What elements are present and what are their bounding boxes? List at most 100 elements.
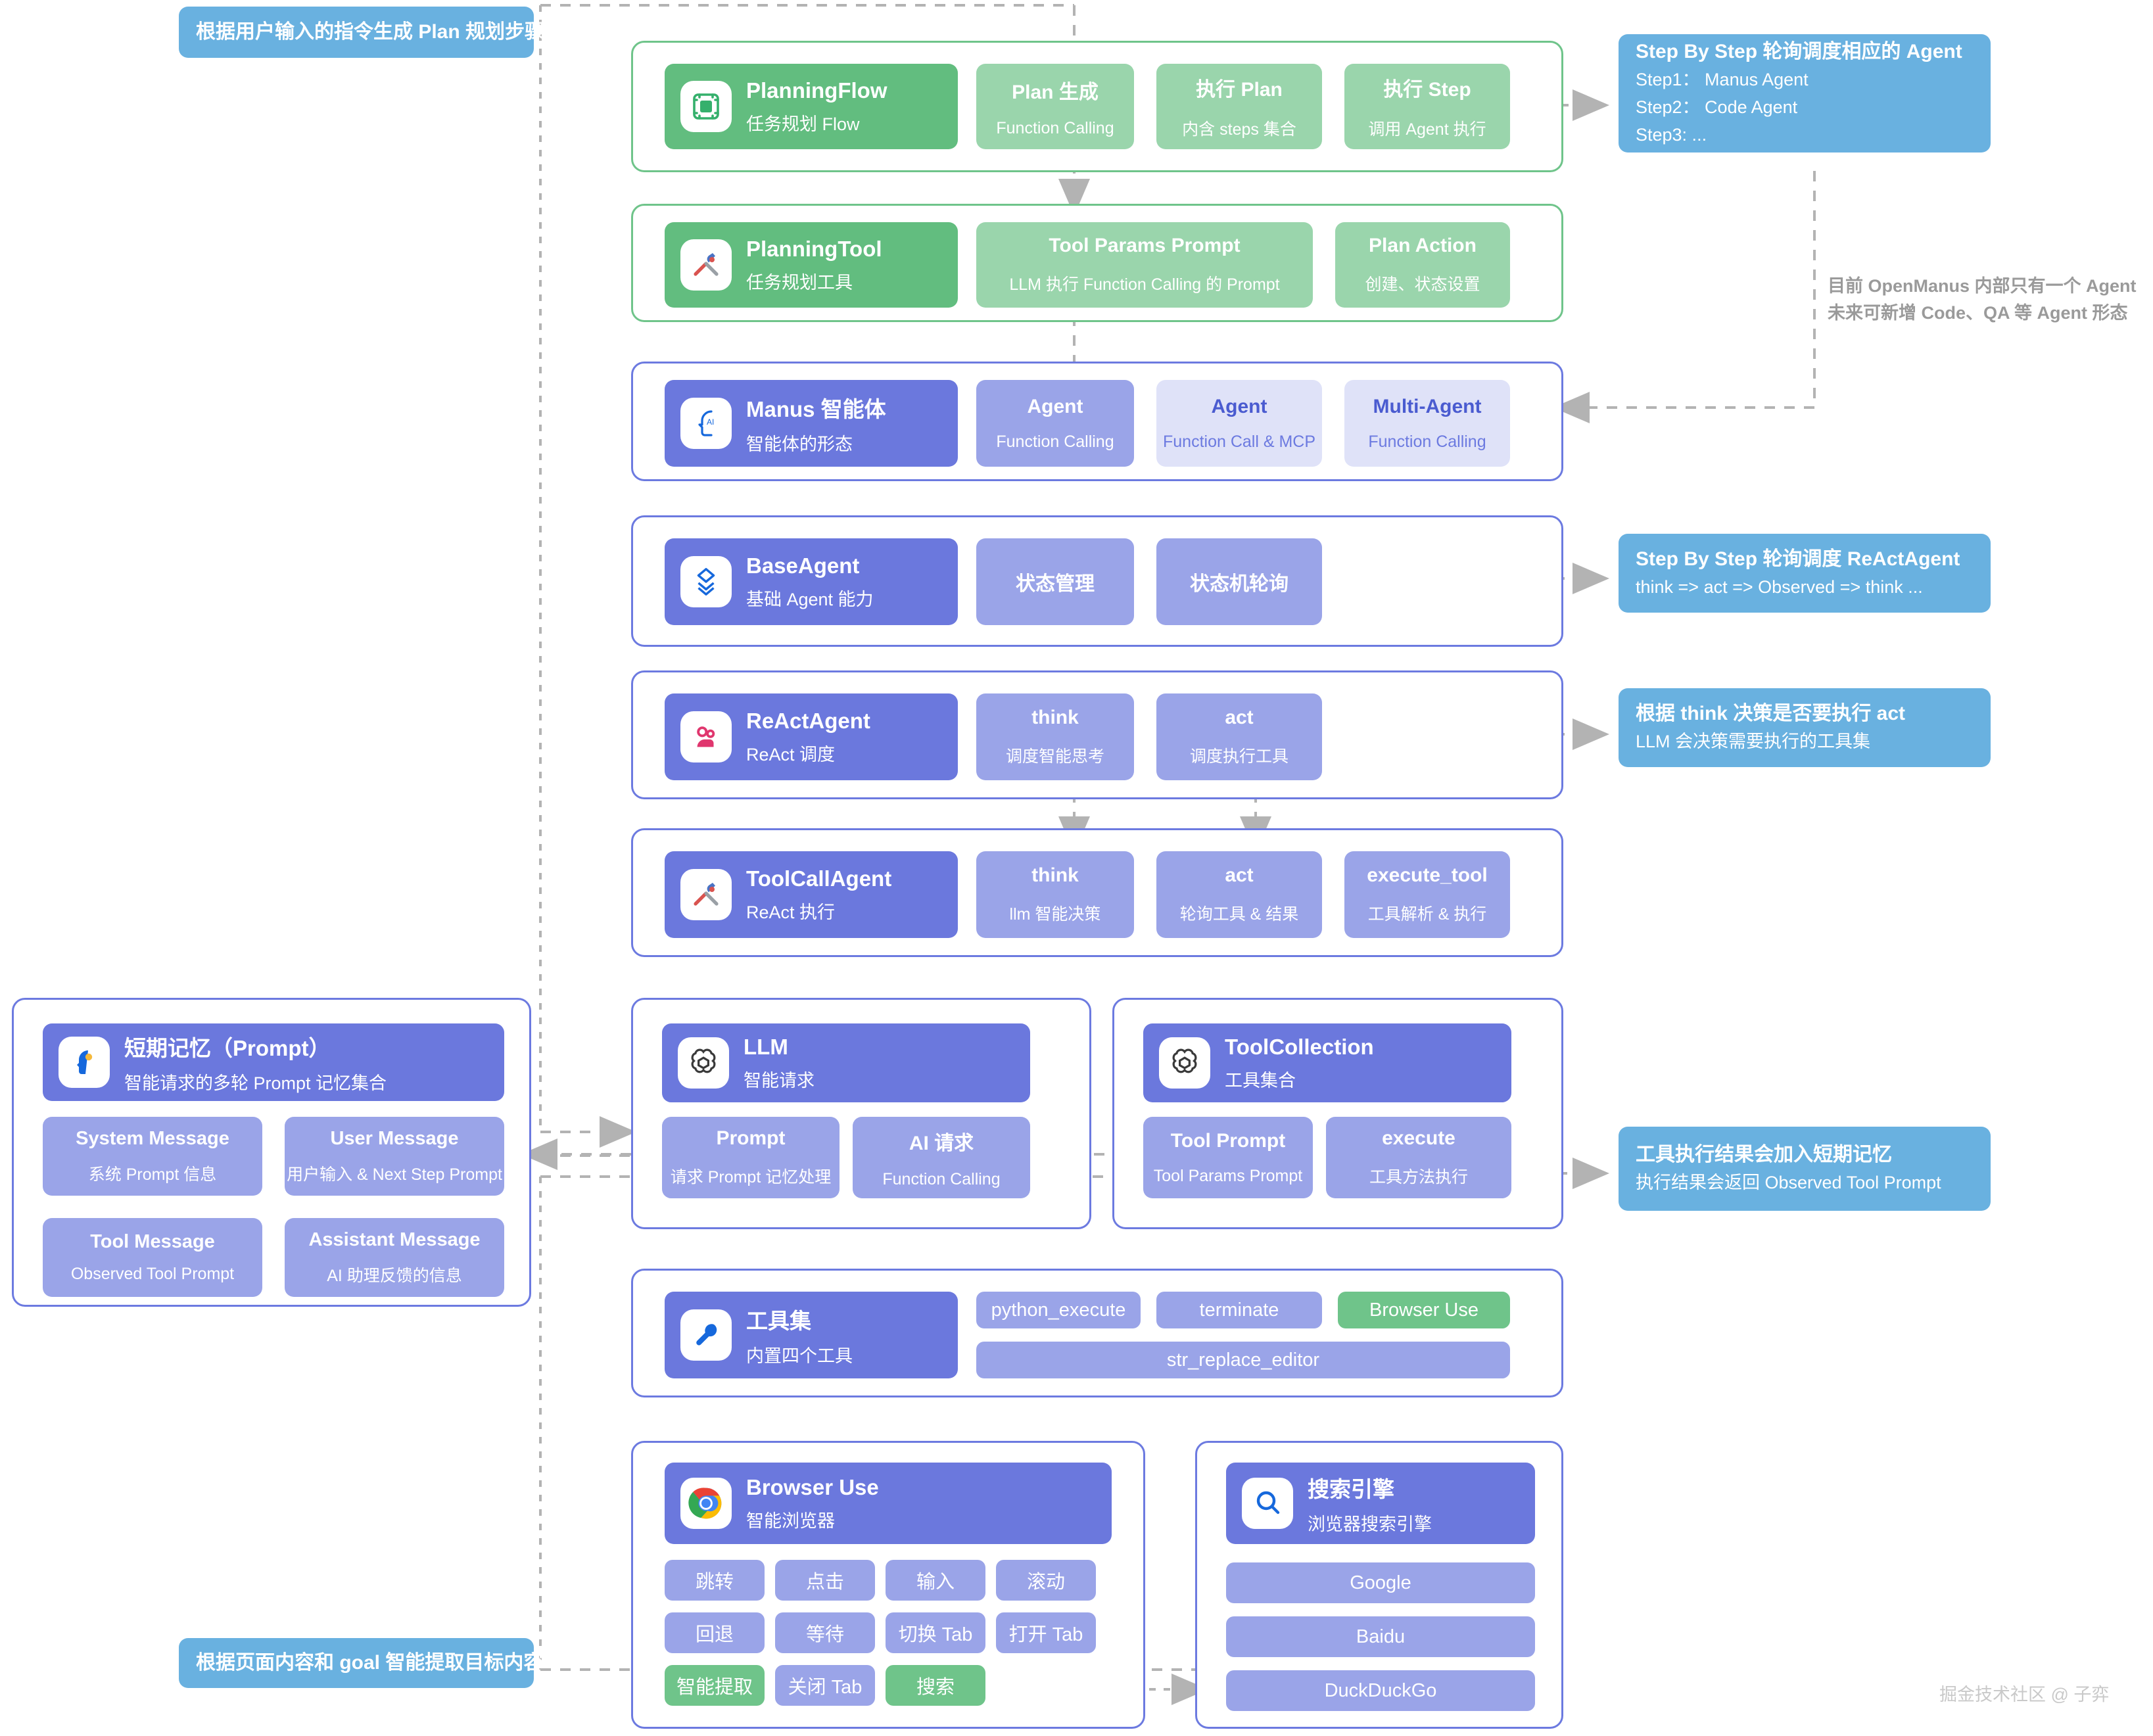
tile-llm-ai-request[interactable]: AI 请求 Function Calling: [853, 1117, 1030, 1198]
tile-execute-step[interactable]: 执行 Step 调用 Agent 执行: [1344, 64, 1510, 149]
tile-title: Plan 生成: [1012, 81, 1099, 103]
tile-toolcall-think[interactable]: think llm 智能决策: [976, 851, 1134, 938]
tile-agent-function-calling[interactable]: Agent Function Calling: [976, 380, 1134, 467]
tile-react-act[interactable]: act 调度执行工具: [1156, 693, 1322, 780]
tile-subtitle: 内含 steps 集合: [1182, 120, 1296, 139]
chip-engine-duckduckgo[interactable]: DuckDuckGo: [1226, 1670, 1535, 1711]
react-agent-title: ReActAgent: [746, 708, 870, 733]
watermark: 掘金技术社区 @ 子弈: [1939, 1685, 2110, 1704]
tile-subtitle: Function Calling: [996, 118, 1114, 137]
group-planning-tool: PlanningTool 任务规划工具 Tool Params Prompt L…: [631, 204, 1563, 322]
tile-execute-plan[interactable]: 执行 Plan 内含 steps 集合: [1156, 64, 1322, 149]
tile-title: 状态机轮询: [1190, 573, 1289, 595]
tile-subtitle: llm 智能决策: [1009, 905, 1101, 924]
callout-top-left-title: 根据用户输入的指令生成 Plan 规划步骤: [196, 21, 545, 43]
callout-think-act: 根据 think 决策是否要执行 act LLM 会决策需要执行的工具集: [1619, 688, 1991, 767]
tile-subtitle: 工具解析 & 执行: [1367, 905, 1487, 924]
tile-plan-generate[interactable]: Plan 生成 Function Calling: [976, 64, 1134, 149]
group-toolcall-agent: ToolCallAgent ReAct 执行 think llm 智能决策 ac…: [631, 828, 1563, 957]
tile-tool-prompt[interactable]: Tool Prompt Tool Params Prompt: [1143, 1117, 1313, 1198]
group-browser-use: Browser Use 智能浏览器 跳转 点击 输入 滚动 回退 等待 切换 T…: [631, 1441, 1145, 1729]
toolcall-agent-subtitle: ReAct 执行: [746, 902, 836, 922]
tile-system-message[interactable]: System Message 系统 Prompt 信息: [43, 1117, 262, 1196]
flow-chart-icon: [680, 81, 732, 132]
tile-subtitle: 轮询工具 & 结果: [1179, 905, 1299, 924]
tile-title: Tool Prompt: [1170, 1129, 1286, 1152]
chip-browser-switch-tab[interactable]: 切换 Tab: [886, 1612, 985, 1653]
search-title: 搜索引擎: [1308, 1476, 1394, 1501]
memory-header-card[interactable]: 短期记忆（Prompt） 智能请求的多轮 Prompt 记忆集合: [43, 1023, 504, 1101]
chip-browser-search[interactable]: 搜索: [886, 1665, 985, 1706]
callout-line-1: 执行结果会返回 Observed Tool Prompt: [1636, 1172, 1941, 1192]
chip-browser-back[interactable]: 回退: [665, 1612, 765, 1653]
group-llm: LLM 智能请求 Prompt 请求 Prompt 记忆处理 AI 请求 Fun…: [631, 998, 1091, 1229]
callout-title: Step By Step 轮询调度相应的 Agent: [1636, 41, 1962, 63]
note-openmanus-agent: 目前 OpenManus 内部只有一个 Agent 未来可新增 Code、QA …: [1828, 273, 2137, 326]
tile-llm-prompt[interactable]: Prompt 请求 Prompt 记忆处理: [662, 1117, 840, 1198]
chip-browser-wait[interactable]: 等待: [775, 1612, 875, 1653]
chip-engine-baidu[interactable]: Baidu: [1226, 1616, 1535, 1657]
search-header-card[interactable]: 搜索引擎 浏览器搜索引擎: [1226, 1463, 1535, 1544]
base-agent-title: BaseAgent: [746, 553, 860, 578]
tile-state-machine-polling[interactable]: 状态机轮询: [1156, 538, 1322, 625]
tile-user-message[interactable]: User Message 用户输入 & Next Step Prompt: [285, 1117, 504, 1196]
chip-browser-navigate[interactable]: 跳转: [665, 1560, 765, 1601]
chip-browser-open-tab[interactable]: 打开 Tab: [996, 1612, 1096, 1653]
tools-icon: [680, 239, 732, 291]
planning-flow-header-card[interactable]: PlanningFlow 任务规划 Flow: [665, 64, 958, 149]
tile-title: Multi-Agent: [1373, 395, 1482, 417]
chip-engine-google[interactable]: Google: [1226, 1562, 1535, 1603]
tile-title: Agent: [1211, 395, 1267, 417]
chip-browser-close-tab[interactable]: 关闭 Tab: [775, 1665, 875, 1706]
tile-multi-agent[interactable]: Multi-Agent Function Calling: [1344, 380, 1510, 467]
browser-title: Browser Use: [746, 1474, 879, 1499]
chip-browser-input[interactable]: 输入: [886, 1560, 985, 1601]
tile-subtitle: Function Calling: [882, 1169, 1001, 1188]
tile-execute-tool[interactable]: execute_tool 工具解析 & 执行: [1344, 851, 1510, 938]
note-line-2: 未来可新增 Code、QA 等 Agent 形态: [1828, 302, 2128, 323]
tile-subtitle: Function Calling: [1368, 432, 1486, 451]
toolset-header-card[interactable]: 工具集 内置四个工具: [665, 1292, 958, 1378]
tile-subtitle: 调度智能思考: [1005, 747, 1104, 766]
tile-title: Agent: [1027, 395, 1083, 417]
tile-plan-action[interactable]: Plan Action 创建、状态设置: [1335, 222, 1510, 308]
toolset-subtitle: 内置四个工具: [746, 1346, 853, 1366]
planning-tool-header-card[interactable]: PlanningTool 任务规划工具: [665, 222, 958, 308]
chip-browser-scroll[interactable]: 滚动: [996, 1560, 1096, 1601]
tile-agent-function-call-mcp[interactable]: Agent Function Call & MCP: [1156, 380, 1322, 467]
toolcall-agent-header-card[interactable]: ToolCallAgent ReAct 执行: [665, 851, 958, 938]
tile-tool-params-prompt[interactable]: Tool Params Prompt LLM 执行 Function Calli…: [976, 222, 1313, 308]
base-agent-header-card[interactable]: BaseAgent 基础 Agent 能力: [665, 538, 958, 625]
tile-tool-message[interactable]: Tool Message Observed Tool Prompt: [43, 1218, 262, 1297]
tile-assistant-message[interactable]: Assistant Message AI 助理反馈的信息: [285, 1218, 504, 1297]
planning-tool-subtitle: 任务规划工具: [746, 272, 853, 293]
chip-terminate[interactable]: terminate: [1156, 1292, 1322, 1328]
llm-title: LLM: [744, 1034, 788, 1059]
tile-subtitle: LLM 执行 Function Calling 的 Prompt: [1009, 275, 1280, 294]
tile-state-management[interactable]: 状态管理: [976, 538, 1134, 625]
planning-tool-title: PlanningTool: [746, 236, 882, 261]
callout-line-2: Step2： Code Agent: [1636, 97, 1798, 117]
tile-react-think[interactable]: think 调度智能思考: [976, 693, 1134, 780]
brain-idea-icon: [59, 1037, 110, 1088]
browser-header-card[interactable]: Browser Use 智能浏览器: [665, 1463, 1112, 1544]
tile-toolcall-act[interactable]: act 轮询工具 & 结果: [1156, 851, 1322, 938]
llm-header-card[interactable]: LLM 智能请求: [662, 1023, 1030, 1102]
chip-browser-use[interactable]: Browser Use: [1338, 1292, 1510, 1328]
toolcollection-header-card[interactable]: ToolCollection 工具集合: [1143, 1023, 1511, 1102]
browser-subtitle: 智能浏览器: [746, 1511, 835, 1531]
manus-agent-header-card[interactable]: AI Manus 智能体 智能体的形态: [665, 380, 958, 467]
chip-python-execute[interactable]: python_execute: [976, 1292, 1141, 1328]
tile-execute[interactable]: execute 工具方法执行: [1326, 1117, 1511, 1198]
group-tool-collection: ToolCollection 工具集合 Tool Prompt Tool Par…: [1112, 998, 1563, 1229]
chip-browser-click[interactable]: 点击: [775, 1560, 875, 1601]
tile-title: Prompt: [716, 1127, 786, 1149]
callout-step-by-step-react: Step By Step 轮询调度 ReActAgent think => ac…: [1619, 534, 1991, 613]
react-agent-header-card[interactable]: ReActAgent ReAct 调度: [665, 693, 958, 780]
group-short-term-memory: 短期记忆（Prompt） 智能请求的多轮 Prompt 记忆集合 System …: [12, 998, 531, 1307]
tile-title: execute: [1382, 1127, 1455, 1149]
chip-browser-smart-extract[interactable]: 智能提取: [665, 1665, 765, 1706]
chip-str-replace-editor[interactable]: str_replace_editor: [976, 1342, 1510, 1378]
tile-title: execute_tool: [1367, 864, 1488, 886]
tile-title: System Message: [76, 1127, 229, 1149]
